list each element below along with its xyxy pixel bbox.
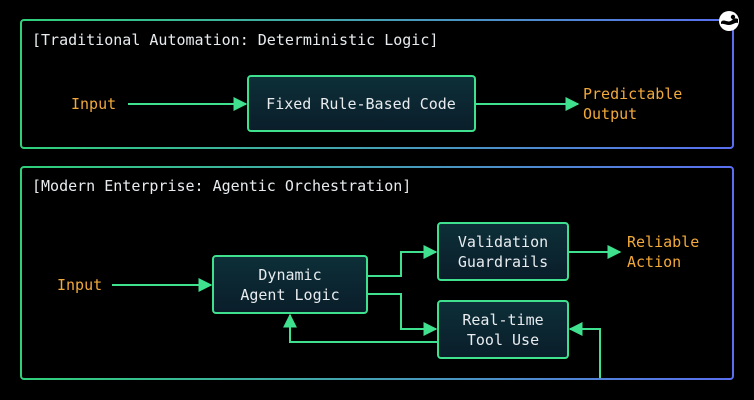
validation-guardrails-node <box>437 222 569 281</box>
agentic-orchestration-panel: [Modern Enterprise: Agentic Orchestratio… <box>20 166 734 380</box>
brand-logo-icon <box>719 11 739 31</box>
validation-guardrails-label-line1: Validation <box>458 233 548 251</box>
fixed-rule-based-code-label: Fixed Rule-Based Code <box>266 95 456 113</box>
real-time-tool-use-label-line2: Tool Use <box>467 331 539 349</box>
traditional-input-label: Input <box>71 95 116 113</box>
traditional-output-label-line1: Predictable <box>583 85 682 103</box>
traditional-automation-panel: [Traditional Automation: Deterministic L… <box>20 19 734 149</box>
dynamic-agent-logic-node <box>212 255 368 314</box>
real-time-tool-use-node <box>437 300 569 359</box>
dynamic-agent-logic-label-line1: Dynamic <box>258 266 321 284</box>
traditional-output-label-line2: Output <box>583 105 637 123</box>
traditional-panel-title: [Traditional Automation: Deterministic L… <box>32 31 438 49</box>
traditional-panel-frame <box>20 19 734 149</box>
agentic-input-label: Input <box>57 276 102 294</box>
agent-to-tool-use-arrow <box>367 293 438 336</box>
dynamic-agent-logic-label-line2: Agent Logic <box>240 286 339 304</box>
agentic-output-label-line1: Reliable <box>627 233 699 251</box>
validation-guardrails-label-line2: Guardrails <box>458 253 548 271</box>
agent-to-validation-arrow <box>367 245 438 277</box>
agentic-panel-frame <box>20 166 734 380</box>
tool-use-to-agent-feedback-arrow <box>283 313 438 343</box>
agentic-panel-title: [Modern Enterprise: Agentic Orchestratio… <box>32 177 411 195</box>
agentic-output-label-line2: Action <box>627 253 681 271</box>
external-to-tool-use-arrow <box>568 322 601 378</box>
real-time-tool-use-label-line1: Real-time <box>462 311 543 329</box>
